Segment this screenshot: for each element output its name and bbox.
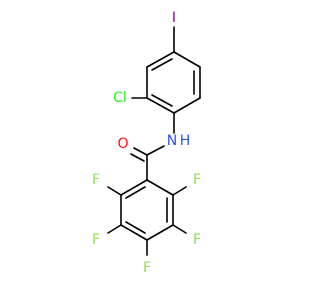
fluorine-atom-label: F <box>92 232 100 248</box>
bond <box>173 97 201 114</box>
bond <box>125 221 146 234</box>
chlorine-atom-label: Cl <box>113 90 127 106</box>
hydrogen-atom-label: H <box>180 133 191 149</box>
bond <box>130 153 145 162</box>
iodine-atom-label: I <box>172 10 176 26</box>
bond <box>125 186 146 199</box>
bond <box>107 186 122 196</box>
fluorine-atom-label: F <box>193 172 201 188</box>
bond <box>173 51 201 68</box>
fluorine-atom-label: F <box>92 172 100 188</box>
bond <box>120 179 148 196</box>
bond <box>146 224 174 241</box>
bonds <box>107 26 201 256</box>
oxygen-atom-label: O <box>117 136 128 152</box>
bond <box>107 224 122 234</box>
nitrogen-atom-label: N <box>167 133 177 149</box>
bond <box>172 224 187 234</box>
bond <box>151 94 173 107</box>
atom-labels: I Cl N H O F F F F F <box>92 10 201 276</box>
bond <box>146 51 175 68</box>
bond <box>146 97 175 114</box>
molecule-structure-diagram: I Cl N H O F F F F F <box>92 10 201 276</box>
bond <box>120 224 148 241</box>
bond <box>146 179 174 196</box>
bond <box>172 186 187 196</box>
fluorine-atom-label: F <box>193 232 201 248</box>
bond <box>146 145 165 156</box>
fluorine-atom-label: F <box>143 260 151 276</box>
bond <box>133 147 148 156</box>
bond <box>151 58 173 71</box>
